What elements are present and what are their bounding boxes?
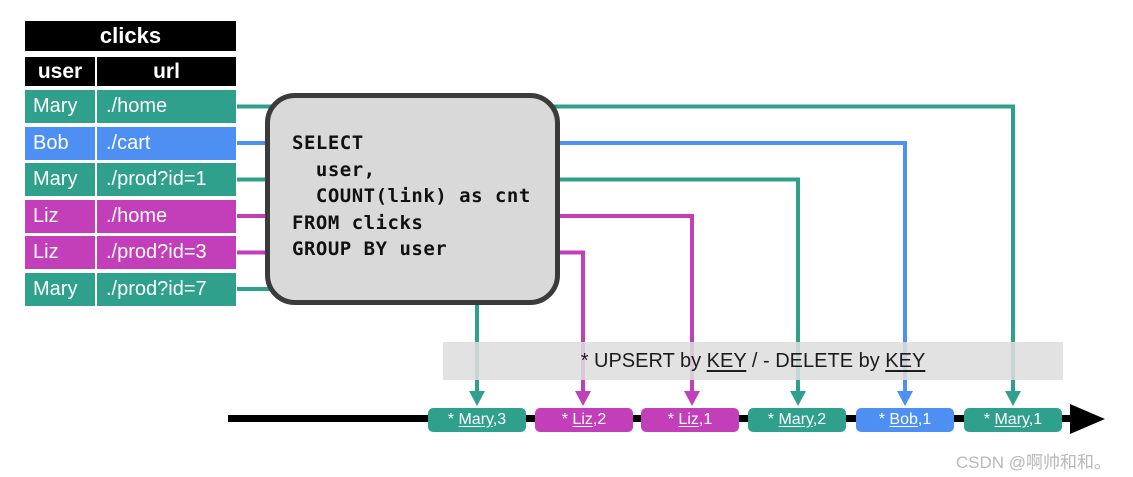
event-name: Liz xyxy=(572,411,593,428)
arrow-down-icon xyxy=(575,391,591,406)
event-count: 1 xyxy=(1033,411,1043,428)
event-op: * xyxy=(983,411,995,428)
table-row: Mary ./prod?id=7 xyxy=(25,272,236,306)
event-separator: , xyxy=(492,411,498,428)
table-title: clicks xyxy=(25,21,236,51)
event-op: * xyxy=(561,411,573,428)
user-cell: Mary xyxy=(25,163,95,196)
table-header-row: user url xyxy=(25,57,236,86)
event-separator: , xyxy=(1028,411,1034,428)
event-count: 1 xyxy=(922,411,932,428)
event-name: Bob xyxy=(889,411,918,428)
stream-event-badge: * Mary,2 xyxy=(748,408,846,432)
table-row: Liz ./prod?id=3 xyxy=(25,236,236,269)
event-separator: , xyxy=(812,411,818,428)
banner-key1: KEY xyxy=(706,350,747,372)
column-header-user: user xyxy=(25,57,95,86)
arrow-down-icon xyxy=(684,391,700,406)
user-cell: Liz xyxy=(25,236,95,269)
user-cell: Mary xyxy=(25,272,95,306)
stream-event-badge: * Liz,1 xyxy=(641,408,739,432)
stream-event-badge: * Bob,1 xyxy=(856,408,954,432)
timeline-arrow-icon xyxy=(1070,404,1105,434)
event-name: Mary xyxy=(994,411,1029,428)
table-body: Mary ./home Bob ./cart Mary ./prod?id=1 … xyxy=(25,90,236,306)
event-name: Mary xyxy=(778,411,813,428)
event-name: Mary xyxy=(458,411,493,428)
table-row: Liz ./home xyxy=(25,199,236,233)
url-cell: ./prod?id=7 xyxy=(97,272,236,306)
url-cell: ./prod?id=3 xyxy=(97,236,236,269)
arrow-down-icon xyxy=(1005,391,1021,406)
arrow-down-icon xyxy=(790,391,806,406)
arrow-down-icon xyxy=(469,391,485,406)
event-separator: , xyxy=(592,411,598,428)
arrow-down-icon xyxy=(897,391,913,406)
event-name: Liz xyxy=(678,411,699,428)
stream-event-badge: * Mary,3 xyxy=(428,408,526,432)
sql-query-box: SELECT user, COUNT(link) as cnt FROM cli… xyxy=(265,93,560,305)
column-header-url: url xyxy=(97,57,236,86)
sql-query-text: SELECT user, COUNT(link) as cnt FROM cli… xyxy=(292,132,531,260)
user-cell: Mary xyxy=(25,90,95,123)
table-row: Mary ./home xyxy=(25,90,236,123)
banner-text-part2: / - DELETE by xyxy=(746,350,886,372)
url-cell: ./home xyxy=(97,199,236,233)
event-count: 2 xyxy=(597,411,607,428)
event-separator: , xyxy=(917,411,923,428)
table-row: Bob ./cart xyxy=(25,126,236,160)
user-cell: Bob xyxy=(25,126,95,160)
event-separator: , xyxy=(698,411,704,428)
watermark: CSDN @啊帅和和。 xyxy=(955,453,1111,472)
table-row: Mary ./prod?id=1 xyxy=(25,163,236,196)
url-cell: ./home xyxy=(97,90,236,123)
upsert-delete-banner: * UPSERT by KEY / - DELETE by KEY xyxy=(443,342,1063,380)
url-cell: ./cart xyxy=(97,126,236,160)
banner-text-part1: * UPSERT by xyxy=(580,350,707,372)
event-op: * xyxy=(667,411,679,428)
banner-key2: KEY xyxy=(885,350,926,372)
event-op: * xyxy=(447,411,459,428)
event-count: 3 xyxy=(497,411,507,428)
event-op: * xyxy=(878,411,890,428)
event-count: 2 xyxy=(817,411,827,428)
event-op: * xyxy=(767,411,779,428)
event-count: 1 xyxy=(703,411,713,428)
stream-event-badge: * Liz,2 xyxy=(535,408,633,432)
url-cell: ./prod?id=1 xyxy=(97,163,236,196)
stream-event-badge: * Mary,1 xyxy=(964,408,1062,432)
user-cell: Liz xyxy=(25,199,95,233)
